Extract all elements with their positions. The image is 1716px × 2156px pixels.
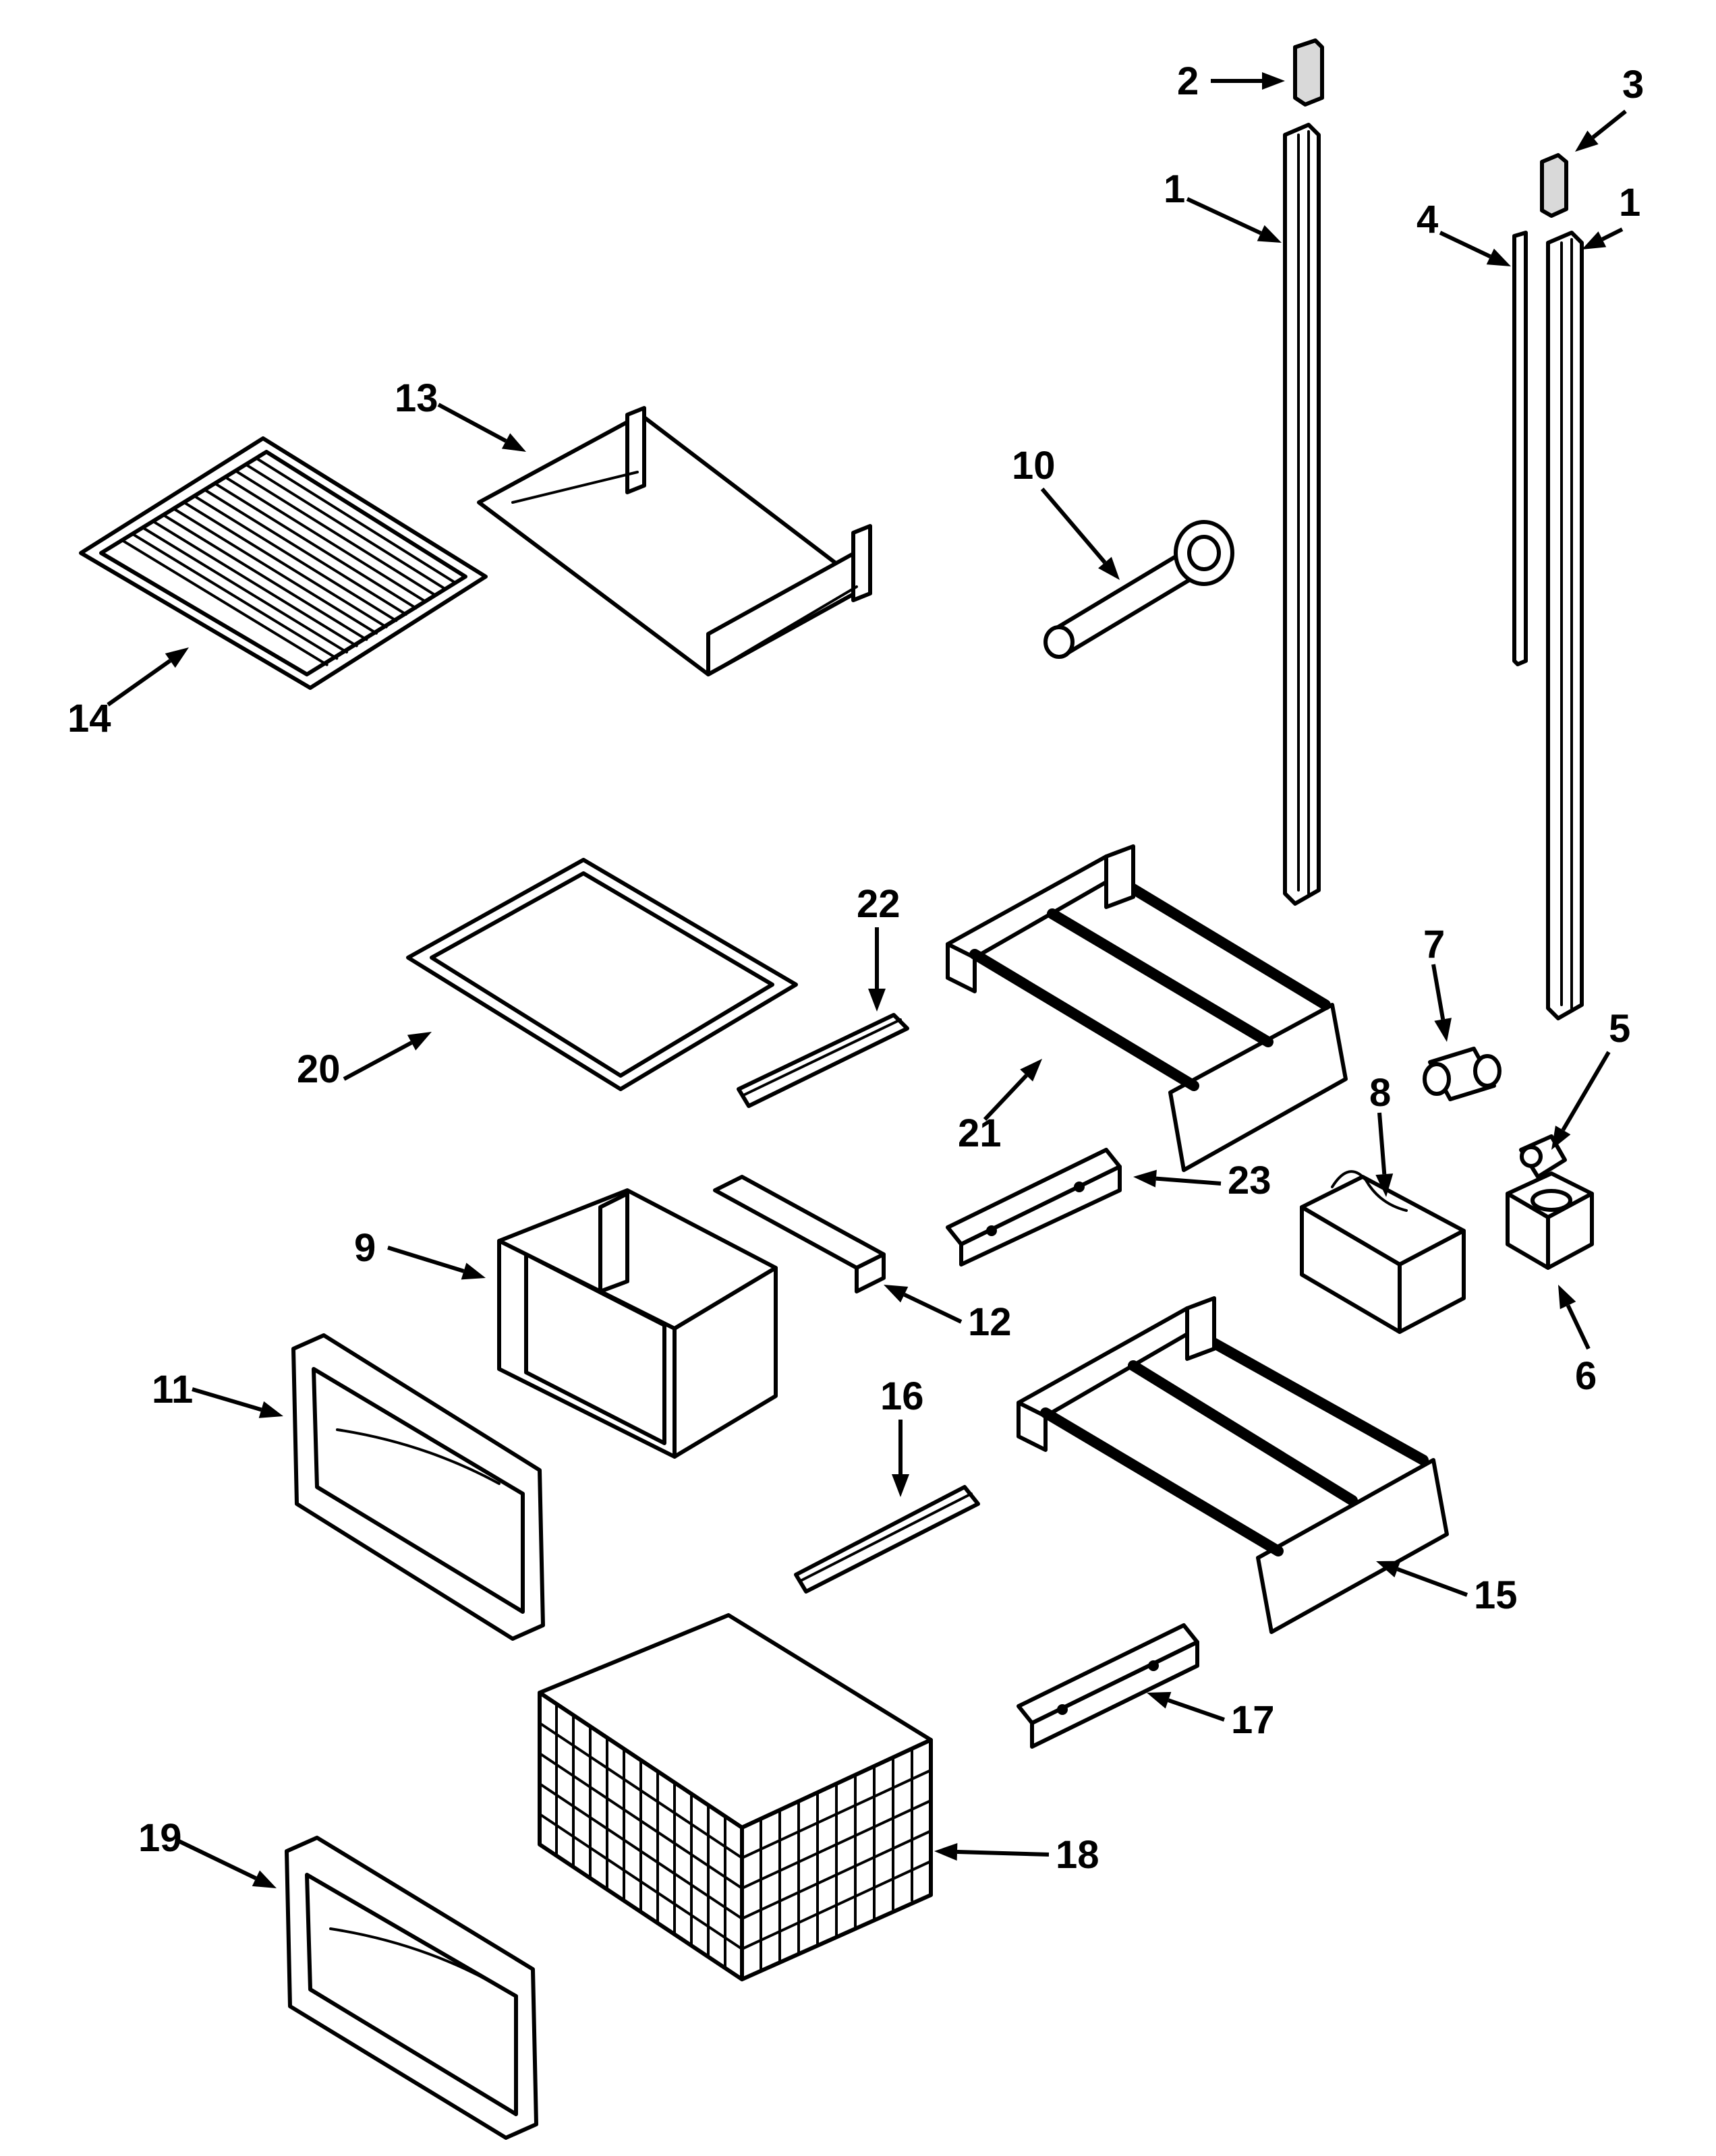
part-19-drawer-front [285, 1836, 538, 2140]
part-8-housing [1300, 1170, 1466, 1334]
part-4-rod [1512, 231, 1528, 666]
leader-11 [192, 1387, 283, 1418]
grille-line [192, 494, 398, 622]
part-7-cylinder [1423, 1047, 1502, 1101]
callout-18: 18 [1056, 1833, 1099, 1877]
callout-21: 21 [958, 1111, 1002, 1155]
leader-18 [934, 1843, 1050, 1861]
part-10-shaft [1043, 520, 1234, 659]
callout-6: 6 [1575, 1354, 1597, 1398]
callout-15: 15 [1474, 1573, 1518, 1617]
leader-4 [1439, 231, 1511, 266]
leader-5 [1551, 1051, 1611, 1150]
part-12-bracket [713, 1175, 886, 1293]
part-3-cap [1540, 153, 1568, 218]
part-15-drawer-frame [1017, 1296, 1449, 1634]
basket-wire [538, 1813, 743, 1950]
callout-10: 10 [1012, 444, 1056, 488]
grille-line [120, 538, 328, 666]
callout-16: 16 [880, 1374, 924, 1418]
leader-22 [868, 927, 886, 1012]
callout-1a: 1 [1164, 167, 1185, 211]
part-17-rail [1017, 1623, 1199, 1749]
callout-3: 3 [1622, 63, 1644, 107]
grille-line [254, 457, 457, 585]
part-23-rail [946, 1148, 1122, 1266]
leader-6 [1558, 1285, 1591, 1350]
grille-line [234, 469, 437, 597]
callout-14: 14 [67, 697, 111, 740]
leader-1b [1582, 227, 1624, 250]
leader-14 [107, 647, 189, 707]
part-1-left-rail [1283, 123, 1321, 906]
basket-wire [741, 1860, 932, 1950]
callout-19: 19 [138, 1816, 182, 1860]
callout-23: 23 [1228, 1159, 1271, 1202]
leader-20 [343, 1032, 432, 1081]
part-6-socket [1506, 1171, 1594, 1270]
callout-2: 2 [1177, 59, 1199, 103]
basket-wire [741, 1769, 932, 1859]
grille-line [161, 513, 368, 641]
leader-3 [1575, 109, 1627, 152]
callout-17: 17 [1231, 1698, 1275, 1742]
grille-line [172, 507, 378, 635]
grille-line [223, 475, 428, 604]
callout-12: 12 [968, 1300, 1012, 1344]
callout-5: 5 [1609, 1007, 1630, 1051]
leader-16 [892, 1420, 909, 1497]
part-22-rail [737, 1013, 909, 1108]
callout-22: 22 [857, 882, 900, 926]
part-13-shelf-bracket [477, 406, 872, 676]
callout-9: 9 [354, 1226, 376, 1270]
part-2-cap [1293, 38, 1324, 107]
basket-wire [538, 1782, 743, 1920]
leader-lines [107, 72, 1627, 1888]
basket-wire [538, 1722, 743, 1859]
leader-13 [437, 403, 526, 452]
grille-line [141, 526, 348, 653]
callout-7: 7 [1423, 923, 1445, 966]
leader-12 [884, 1285, 963, 1324]
callout-11: 11 [152, 1368, 193, 1411]
callout-20: 20 [297, 1047, 341, 1091]
leader-15 [1376, 1561, 1468, 1597]
leader-8 [1375, 1112, 1394, 1197]
leader-10 [1040, 488, 1120, 580]
leader-1a [1186, 197, 1282, 243]
callout-13: 13 [395, 376, 438, 420]
leader-9 [387, 1246, 486, 1280]
part-18-wire-basket [538, 1613, 933, 1981]
part-14-glass-shelf [79, 436, 488, 690]
leader-19 [177, 1839, 277, 1888]
callout-1b: 1 [1619, 181, 1640, 225]
part-20-glass-shelf [406, 858, 798, 1091]
part-16-rail [794, 1485, 980, 1594]
grille-line [151, 519, 358, 647]
basket-wire [741, 1799, 932, 1890]
leader-21 [983, 1059, 1042, 1121]
leader-7 [1431, 964, 1452, 1042]
part-9-drawer-bin [497, 1188, 778, 1459]
part-1-right-rail [1546, 231, 1584, 1020]
leader-17 [1147, 1691, 1225, 1722]
leader-23 [1133, 1169, 1222, 1188]
basket-wire [538, 1752, 743, 1890]
grille-line [213, 482, 418, 610]
grille-line [203, 488, 407, 616]
leader-2 [1211, 72, 1285, 90]
callout-4: 4 [1417, 198, 1438, 241]
basket-wire [741, 1830, 932, 1920]
grille-line [244, 463, 447, 591]
grille-line [130, 532, 339, 660]
grille-line [182, 500, 388, 629]
part-11-drawer-front [291, 1333, 545, 1641]
part-21-drawer-frame [946, 844, 1348, 1172]
callout-8: 8 [1369, 1071, 1391, 1115]
